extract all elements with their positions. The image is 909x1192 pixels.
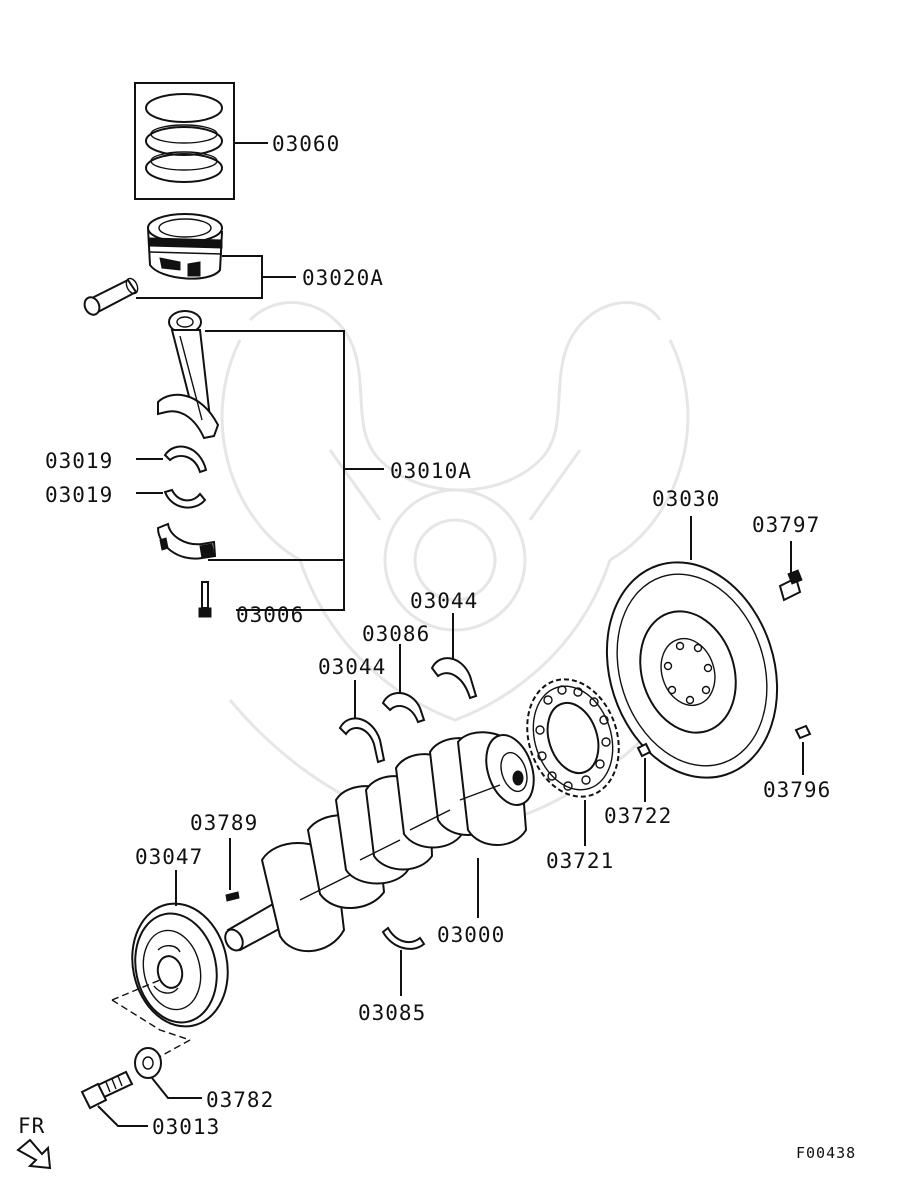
main-bearing-lower[interactable] (381, 926, 426, 950)
label-03010a[interactable]: 03010A (390, 459, 472, 483)
crank-pulley[interactable] (121, 895, 239, 1036)
piston-pin[interactable] (82, 277, 140, 317)
label-03006[interactable]: 03006 (236, 603, 304, 627)
label-03721[interactable]: 03721 (546, 849, 614, 873)
connecting-rod[interactable] (157, 310, 220, 440)
crank-sensor-plate[interactable] (513, 667, 634, 808)
label-03020a[interactable]: 03020A (302, 266, 384, 290)
leader-line (205, 330, 384, 611)
piston-assembly[interactable] (146, 213, 224, 280)
leader-line (151, 1077, 202, 1099)
conrod-bearing-upper[interactable] (163, 445, 208, 474)
thrust-bearing-right[interactable] (430, 657, 478, 700)
diagram-id: F00438 (796, 1144, 856, 1162)
main-bearing-upper[interactable] (381, 692, 426, 724)
label-03000[interactable]: 03000 (437, 923, 505, 947)
label-03086[interactable]: 03086 (362, 622, 430, 646)
label-03047[interactable]: 03047 (135, 845, 203, 869)
label-03013[interactable]: 03013 (152, 1115, 220, 1139)
label-03797[interactable]: 03797 (752, 513, 820, 537)
crankshaft[interactable] (222, 729, 542, 954)
flywheel-bolt[interactable] (778, 569, 803, 602)
front-direction-arrow-icon (16, 1138, 52, 1170)
plate-bolt[interactable] (636, 742, 652, 758)
thrust-bearing-left[interactable] (338, 717, 386, 764)
label-03019-upper[interactable]: 03019 (45, 449, 113, 473)
label-03782[interactable]: 03782 (206, 1088, 274, 1112)
label-03060[interactable]: 03060 (272, 132, 340, 156)
dowel-pin[interactable] (794, 724, 812, 740)
label-03722[interactable]: 03722 (604, 804, 672, 828)
watermark-emblem (220, 301, 690, 822)
label-03796[interactable]: 03796 (763, 778, 831, 802)
label-03019-lower[interactable]: 03019 (45, 483, 113, 507)
label-03044-right[interactable]: 03044 (410, 589, 478, 613)
label-03044-left[interactable]: 03044 (318, 655, 386, 679)
flywheel[interactable] (580, 540, 804, 800)
leader-line (136, 255, 296, 299)
piston-ring-set[interactable] (134, 82, 235, 200)
front-direction-label: FR (18, 1114, 45, 1138)
conrod-cap[interactable] (156, 522, 217, 560)
conrod-bearing-lower[interactable] (163, 488, 207, 509)
pulley-bolt[interactable] (80, 1070, 134, 1110)
label-03085[interactable]: 03085 (358, 1001, 426, 1025)
label-03789[interactable]: 03789 (190, 811, 258, 835)
washer[interactable] (134, 1047, 162, 1079)
conrod-bolt[interactable] (198, 581, 212, 618)
label-03030[interactable]: 03030 (652, 487, 720, 511)
leader-line (97, 1105, 148, 1127)
key[interactable] (225, 891, 240, 902)
